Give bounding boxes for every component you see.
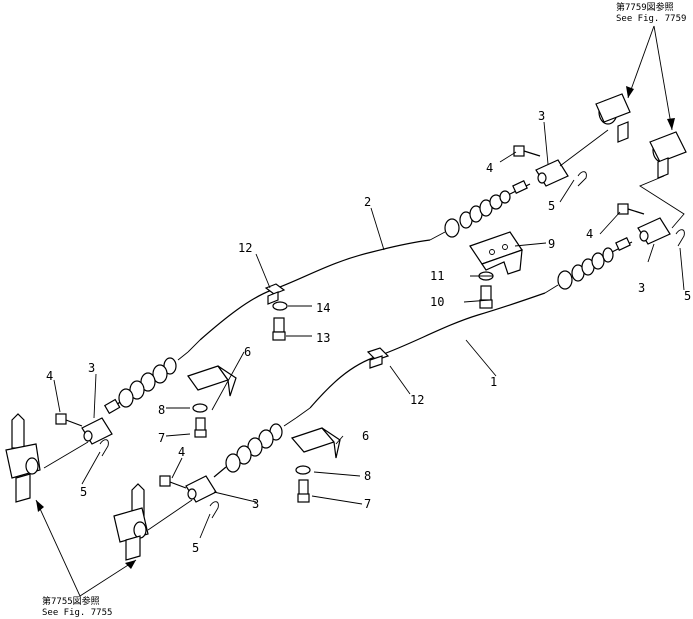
cable-1-rear-boot — [213, 417, 297, 478]
lever-mount-top-1 — [595, 93, 631, 143]
callout-10: 10 — [430, 295, 444, 309]
callout-3-lower: 3 — [252, 497, 259, 511]
callout-12-lower: 12 — [410, 393, 424, 407]
lever-mount-bottom-2 — [113, 483, 149, 561]
clamp-12-lower — [366, 347, 390, 369]
reference-bottom-en: See Fig. 7755 — [42, 608, 112, 618]
cable-1 — [309, 292, 546, 409]
bracket-6-lower — [290, 427, 341, 459]
bracket-6-upper — [187, 365, 237, 397]
callout-7-lower: 7 — [364, 497, 371, 511]
bolt-13 — [272, 317, 286, 341]
cable-2-front-boot — [429, 180, 531, 241]
cable-2 — [199, 239, 431, 341]
clevis-3-lower — [185, 475, 217, 503]
bolt-10 — [479, 285, 493, 309]
callout-6-upper: 6 — [244, 345, 251, 359]
callout-5-right: 5 — [684, 289, 691, 303]
reference-top-jp: 第7759図参照 — [616, 1, 674, 13]
callout-3-right: 3 — [638, 281, 645, 295]
callout-2: 2 — [364, 195, 371, 209]
leader-lines — [53, 121, 685, 539]
washer-14 — [272, 301, 288, 311]
reference-top-en: See Fig. 7759 — [616, 14, 686, 24]
reference-arrows-bottom — [35, 499, 137, 597]
cotter-pin-5-upper-right — [577, 171, 587, 187]
lever-mount-bottom-1 — [5, 413, 41, 503]
callout-3-left: 3 — [88, 361, 95, 375]
callout-8-upper: 8 — [158, 403, 165, 417]
callout-5-left: 5 — [80, 485, 87, 499]
callout-6-lower: 6 — [362, 429, 369, 443]
pin-4-left — [55, 413, 83, 427]
washer-8-upper — [192, 403, 208, 413]
cotter-pin-5-lower — [209, 501, 219, 519]
callout-13: 13 — [316, 331, 330, 345]
cable-1-front-boot — [544, 237, 633, 294]
callout-4-upper-right: 4 — [486, 161, 493, 175]
washer-8-lower — [295, 465, 311, 475]
reference-arrows-top — [626, 25, 675, 131]
callout-14: 14 — [316, 301, 330, 315]
bracket-9 — [469, 231, 523, 275]
callout-4-right: 4 — [586, 227, 593, 241]
callout-4-left: 4 — [46, 369, 53, 383]
bolt-7-lower — [297, 479, 310, 503]
clamp-12-upper — [264, 283, 286, 305]
callout-5-lower: 5 — [192, 541, 199, 555]
callout-1: 1 — [490, 375, 497, 389]
callout-5-upper-right: 5 — [548, 199, 555, 213]
callout-9: 9 — [548, 237, 555, 251]
bolt-7-upper — [194, 417, 207, 438]
reference-bottom-jp: 第7755図参照 — [42, 595, 100, 607]
callout-4-lower: 4 — [178, 445, 185, 459]
callout-8-lower: 8 — [364, 469, 371, 483]
clevis-3-left — [81, 417, 113, 445]
lever-mount-top-2 — [649, 131, 687, 179]
callout-7-upper: 7 — [158, 431, 165, 445]
callout-11: 11 — [430, 269, 444, 283]
callout-12-upper: 12 — [238, 241, 252, 255]
cable-2-rear-boot — [103, 351, 189, 415]
pin-4-lower — [159, 475, 187, 489]
cotter-pin-5-left — [99, 439, 109, 457]
callout-3-upper-right: 3 — [538, 109, 545, 123]
pin-4-upper-right — [513, 145, 541, 157]
cotter-pin-5-right — [675, 229, 685, 247]
clevis-3-right — [637, 217, 671, 245]
clevis-3-upper-right — [535, 159, 569, 187]
pin-4-right — [617, 203, 645, 215]
